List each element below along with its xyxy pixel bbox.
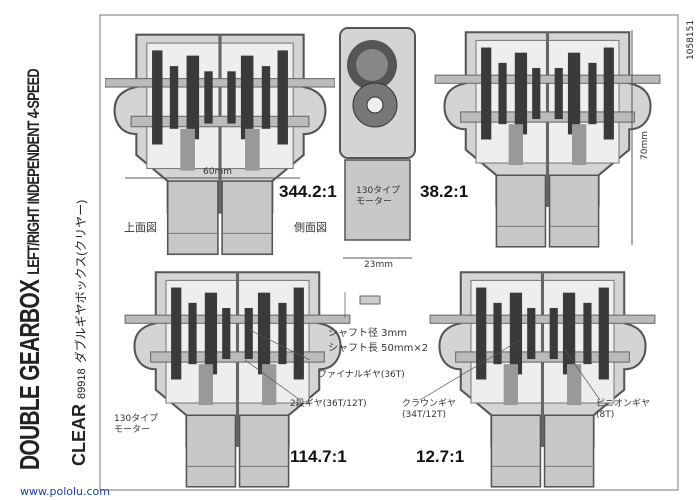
pinion-gear-teeth: (8T): [596, 410, 615, 420]
ratio-344: 344.2:1: [279, 182, 337, 201]
title-clear: CLEAR: [69, 404, 89, 466]
motor-label-line1: 130タイプ: [114, 414, 159, 424]
shaft-spec: シャフト径 3mm シャフト長 50mm×2: [328, 326, 428, 356]
top-view-label: 上面図: [124, 221, 157, 234]
motor-label-line1: 130タイプ: [356, 186, 401, 196]
gearbox-top-right: [433, 30, 662, 249]
watermark-link[interactable]: www.pololu.com: [20, 485, 110, 498]
double-gear-label: 2段ギヤ(36T/12T): [290, 399, 367, 409]
catalog-number: 1058151: [686, 19, 696, 60]
dim-side-width: 23mm: [364, 260, 393, 270]
dim-height: 70mm: [640, 131, 650, 160]
title-main: DOUBLE GEARBOX: [14, 279, 45, 470]
shaft-extension: [359, 295, 381, 305]
shaft-length: シャフト長 50mm×2: [328, 343, 429, 354]
side-view-label: 側面図: [294, 221, 327, 234]
motor-label-bottom: 130タイプモーター: [114, 414, 158, 436]
pinion-gear-label: ピニオンギヤ(8T): [596, 399, 650, 421]
ratio-38: 38.2:1: [420, 182, 469, 201]
pinion-gear-name: ピニオンギヤ: [596, 399, 651, 409]
crown-gear-name: クラウンギヤ: [402, 399, 457, 409]
motor-label-side: 130タイプモーター: [356, 186, 400, 208]
title-sub: LEFT/RIGHT INDEPENDENT 4-SPEED: [24, 69, 43, 275]
dim-width: 60mm: [203, 167, 232, 177]
leader-lines: [244, 292, 601, 401]
final-gear-label: ファイナルギヤ(36T): [318, 370, 405, 380]
item-code: 89918: [76, 368, 88, 399]
crown-gear-label: クラウンギヤ(34T/12T): [402, 399, 456, 421]
motor-label-line2: モーター: [114, 425, 151, 435]
side-view: [339, 27, 416, 241]
ratio-12: 12.7:1: [416, 447, 465, 466]
border-frame: [99, 14, 679, 491]
product-subtitle: CLEAR 89918 ダブルギヤボックス(クリヤー): [68, 200, 93, 466]
title-japanese: ダブルギヤボックス(クリヤー): [74, 199, 88, 364]
motor-label-line2: モーター: [356, 197, 393, 207]
product-title: DOUBLE GEARBOX LEFT/RIGHT INDEPENDENT 4-…: [14, 69, 50, 470]
ratio-114: 114.7:1: [290, 447, 347, 466]
crown-gear-teeth: (34T/12T): [402, 410, 446, 420]
shaft-diameter: シャフト径 3mm: [328, 328, 408, 339]
